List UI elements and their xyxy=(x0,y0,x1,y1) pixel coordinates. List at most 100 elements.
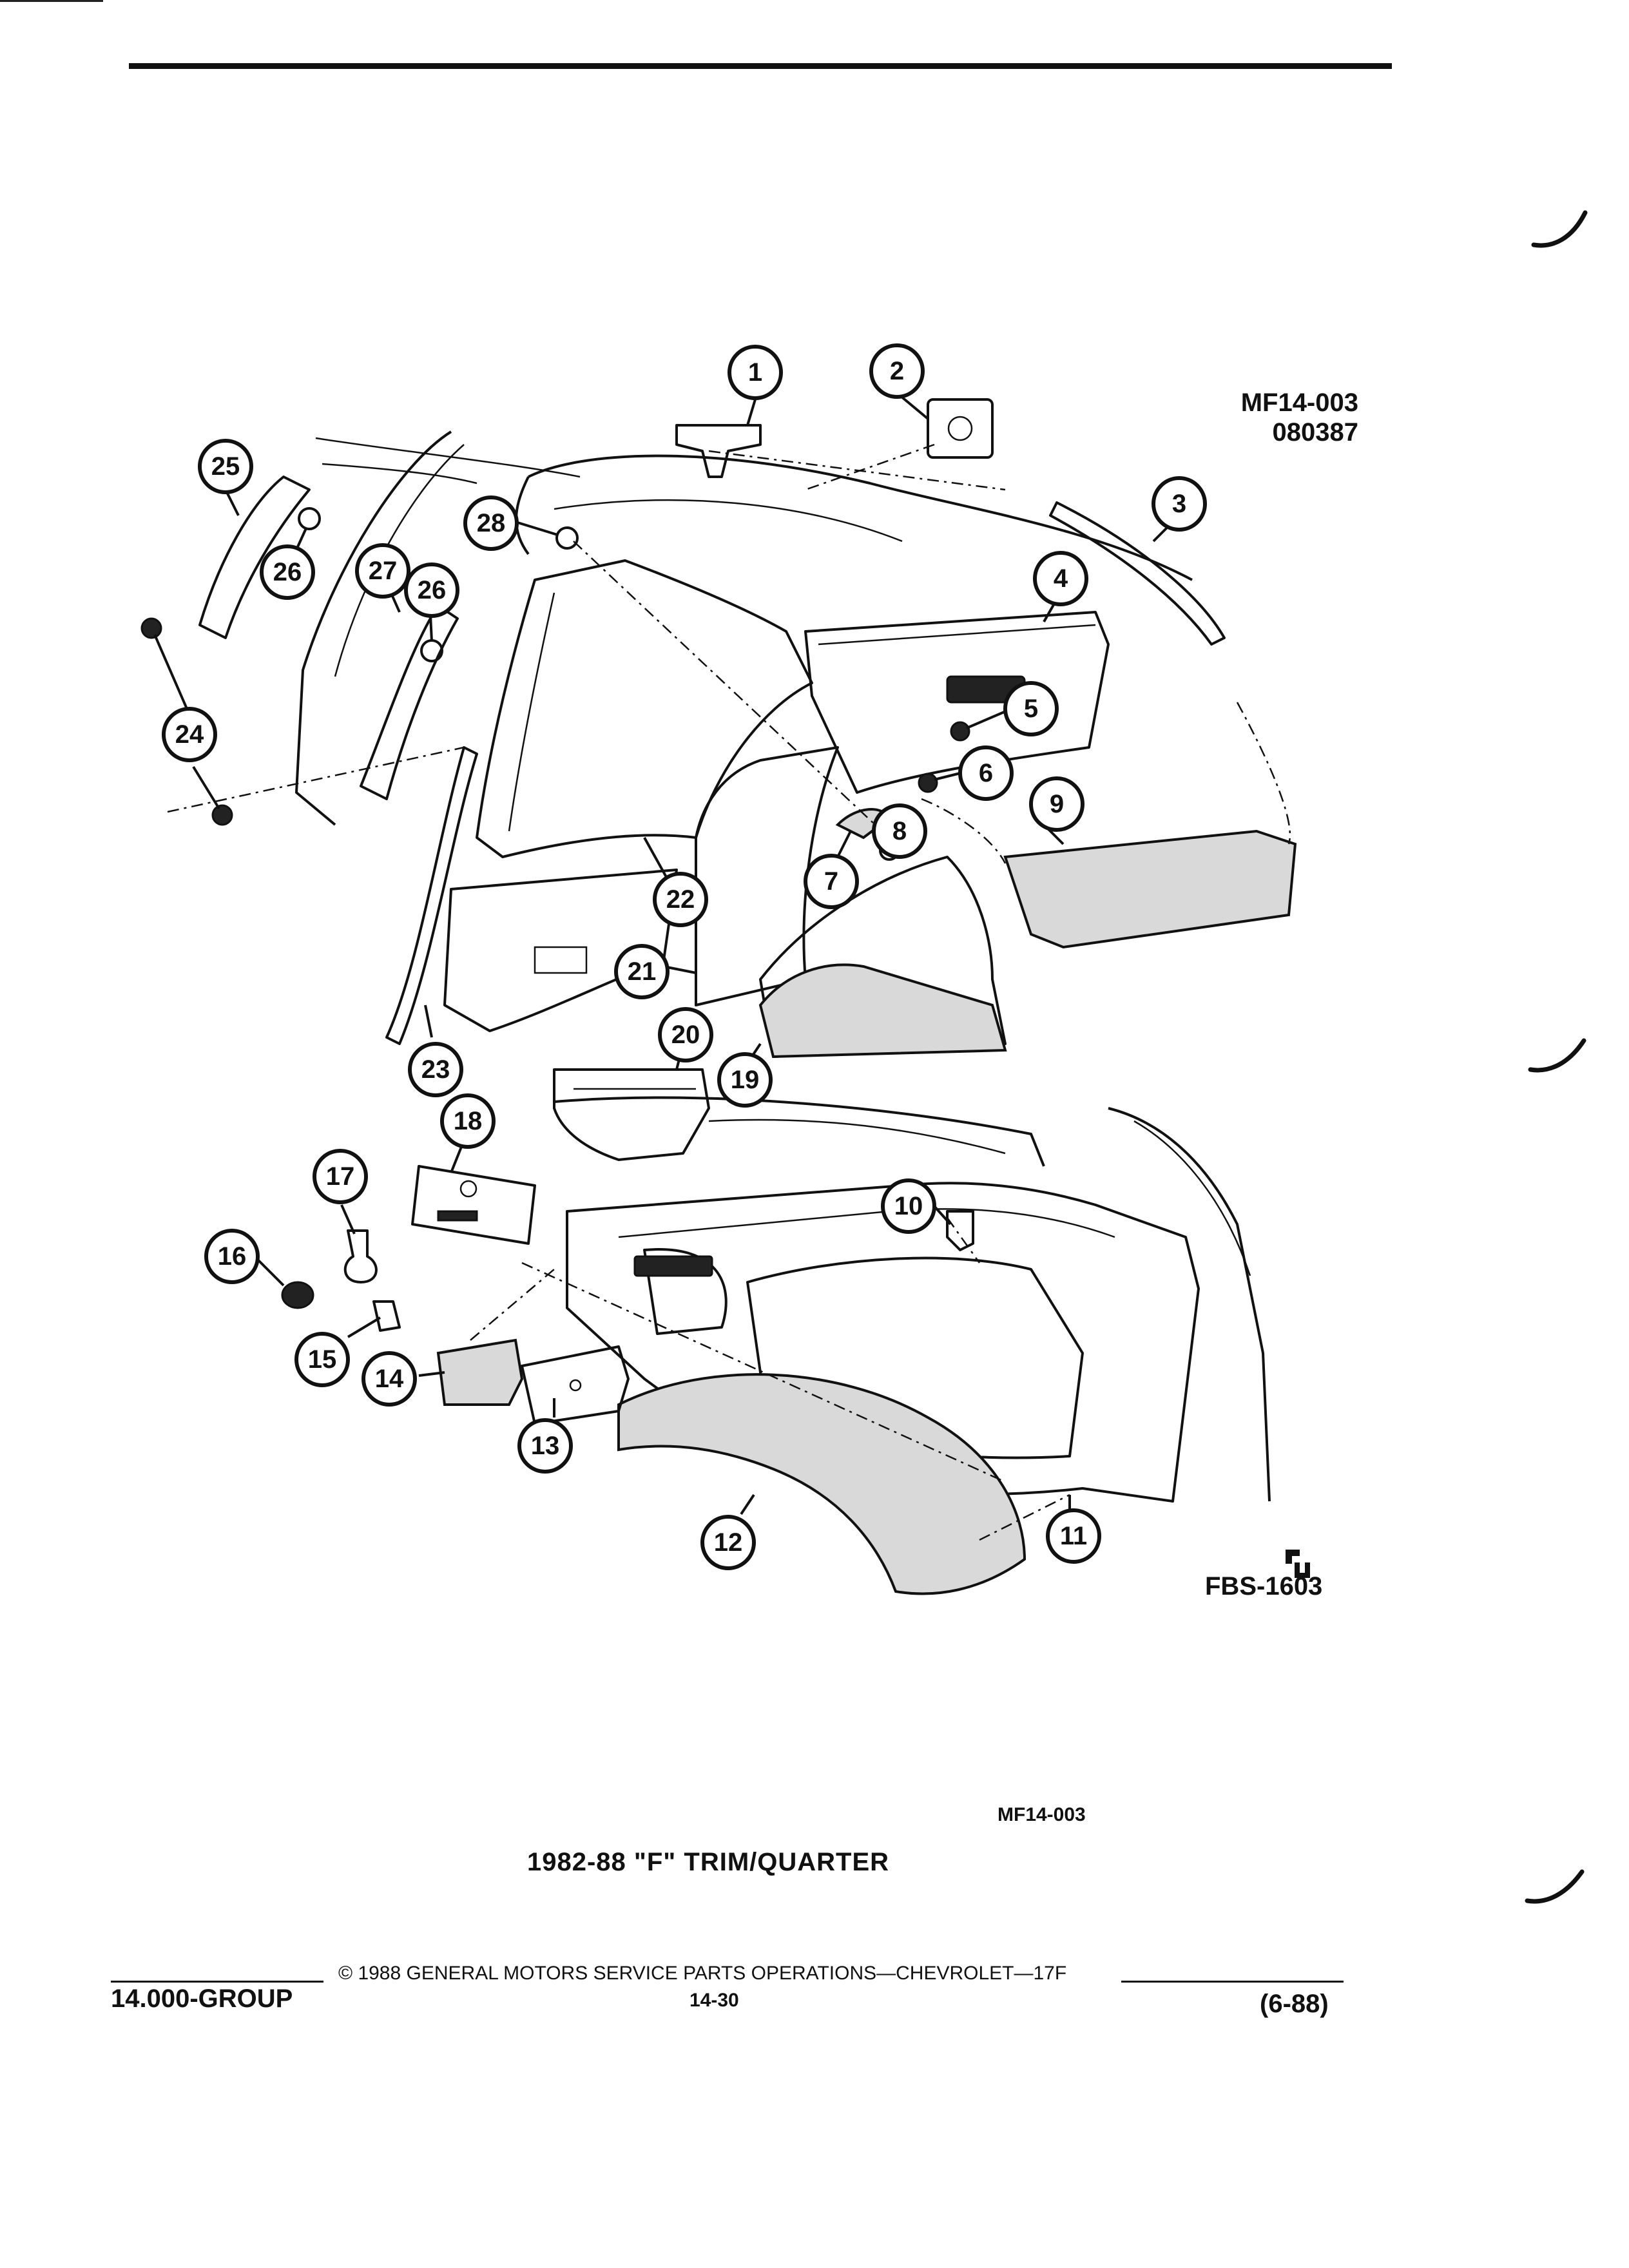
revision-date: (6-88) xyxy=(1260,1990,1329,2018)
svg-text:7: 7 xyxy=(824,867,838,896)
svg-text:22: 22 xyxy=(666,885,695,914)
callout-12: 12 xyxy=(700,1515,756,1570)
svg-text:20: 20 xyxy=(671,1021,700,1049)
svg-text:28: 28 xyxy=(477,509,506,537)
fastener-24a xyxy=(140,617,162,639)
storage-bin-20 xyxy=(553,1068,710,1161)
callout-7: 7 xyxy=(804,854,859,909)
svg-text:16: 16 xyxy=(218,1242,247,1271)
group-code: 14.000-GROUP xyxy=(111,1984,293,2013)
svg-text:17: 17 xyxy=(326,1162,355,1191)
margin-mark-2 xyxy=(1528,1038,1586,1073)
callout-15: 15 xyxy=(294,1332,350,1387)
roof-rail-molding-25 xyxy=(198,476,311,639)
svg-text:14: 14 xyxy=(375,1365,404,1393)
svg-text:24: 24 xyxy=(175,720,204,749)
callout-17: 17 xyxy=(313,1149,368,1204)
footer-rule-left xyxy=(111,1981,323,1983)
svg-text:10: 10 xyxy=(894,1192,923,1220)
svg-text:1: 1 xyxy=(748,358,762,387)
callout-3: 3 xyxy=(1152,476,1207,532)
plate-2 xyxy=(927,398,994,459)
clip-26a xyxy=(298,507,321,530)
callout-6: 6 xyxy=(958,745,1014,801)
callout-22: 22 xyxy=(653,872,708,927)
callout-21: 21 xyxy=(614,944,670,999)
svg-text:26: 26 xyxy=(418,576,447,604)
svg-text:19: 19 xyxy=(731,1066,760,1094)
callout-1: 1 xyxy=(728,345,783,400)
pillar-molding-27 xyxy=(360,604,459,800)
svg-text:15: 15 xyxy=(308,1345,337,1374)
caption-code: MF14-003 xyxy=(998,1804,1086,1825)
callout-14: 14 xyxy=(361,1351,417,1407)
clip-26b xyxy=(420,639,443,662)
quarter-pillar xyxy=(295,430,452,826)
clip-28 xyxy=(555,526,579,550)
svg-text:27: 27 xyxy=(369,557,398,585)
svg-text:8: 8 xyxy=(892,817,907,845)
svg-text:18: 18 xyxy=(454,1107,483,1135)
bracket-1 xyxy=(675,424,762,478)
trim-13 xyxy=(521,1345,630,1425)
svg-text:26: 26 xyxy=(273,558,302,586)
fastener-24b xyxy=(211,804,233,826)
svg-text:5: 5 xyxy=(1024,695,1038,723)
sub-figure-code: FBS-1603 xyxy=(1205,1572,1323,1600)
svg-text:2: 2 xyxy=(890,357,904,385)
svg-text:9: 9 xyxy=(1050,790,1064,818)
callout-10: 10 xyxy=(881,1178,936,1234)
side-trim-panel-9 xyxy=(1003,829,1297,949)
lock-cylinder-16 xyxy=(281,1281,314,1309)
callout-8: 8 xyxy=(872,803,927,859)
callout-11: 11 xyxy=(1046,1508,1101,1564)
upper-quarter-assembly xyxy=(140,398,1297,1059)
svg-text:3: 3 xyxy=(1172,490,1186,518)
callout-26b: 26 xyxy=(404,562,459,618)
reveal-molding-3 xyxy=(1049,501,1226,646)
caption-title: 1982-88 "F" TRIM/QUARTER xyxy=(527,1848,890,1876)
svg-text:4: 4 xyxy=(1054,564,1068,593)
svg-text:6: 6 xyxy=(979,759,993,787)
header-rule xyxy=(129,63,1392,69)
callout-5: 5 xyxy=(1003,681,1059,736)
copyright-line: © 1988 GENERAL MOTORS SERVICE PARTS OPER… xyxy=(338,1963,1067,1984)
svg-text:13: 13 xyxy=(531,1432,560,1460)
callout-2: 2 xyxy=(869,343,925,399)
bracket-10 xyxy=(946,1210,974,1251)
callout-19: 19 xyxy=(717,1052,773,1108)
screw-5 xyxy=(950,721,970,742)
callout-20: 20 xyxy=(658,1007,713,1062)
speaker-grille-opening xyxy=(643,1248,728,1335)
vent-slots xyxy=(633,1255,713,1277)
callout-25: 25 xyxy=(198,439,253,494)
callout-9: 9 xyxy=(1029,776,1084,832)
weatherstrip-23 xyxy=(385,746,478,1045)
svg-text:11: 11 xyxy=(1060,1522,1087,1550)
callout-23: 23 xyxy=(408,1042,463,1097)
footer-rule-right xyxy=(1121,1981,1344,1983)
retainer-15 xyxy=(372,1300,401,1332)
push-pin-6 xyxy=(918,773,938,793)
compartment-latch xyxy=(534,946,588,974)
bezel-18 xyxy=(411,1165,536,1245)
callout-4: 4 xyxy=(1033,551,1088,606)
svg-text:12: 12 xyxy=(714,1528,743,1557)
callout-16: 16 xyxy=(204,1229,260,1284)
wheelhouse-trim-12 xyxy=(617,1373,1027,1595)
figure-date: 080387 xyxy=(1272,418,1358,447)
callout-24: 24 xyxy=(162,707,217,762)
svg-text:25: 25 xyxy=(211,452,240,481)
callout-28: 28 xyxy=(463,495,519,551)
gm-service-logo xyxy=(1286,1550,1310,1578)
margin-mark-1 xyxy=(1531,210,1588,248)
lower-quarter-assembly xyxy=(281,1068,1271,1595)
svg-text:23: 23 xyxy=(421,1055,450,1084)
svg-text:21: 21 xyxy=(628,957,657,986)
trim-14 xyxy=(436,1338,524,1406)
corner-crop-mark xyxy=(0,0,103,2)
figure-code-block: MF14-003 080387 xyxy=(1241,388,1358,447)
callout-26a: 26 xyxy=(260,544,315,600)
callout-18: 18 xyxy=(440,1093,496,1149)
